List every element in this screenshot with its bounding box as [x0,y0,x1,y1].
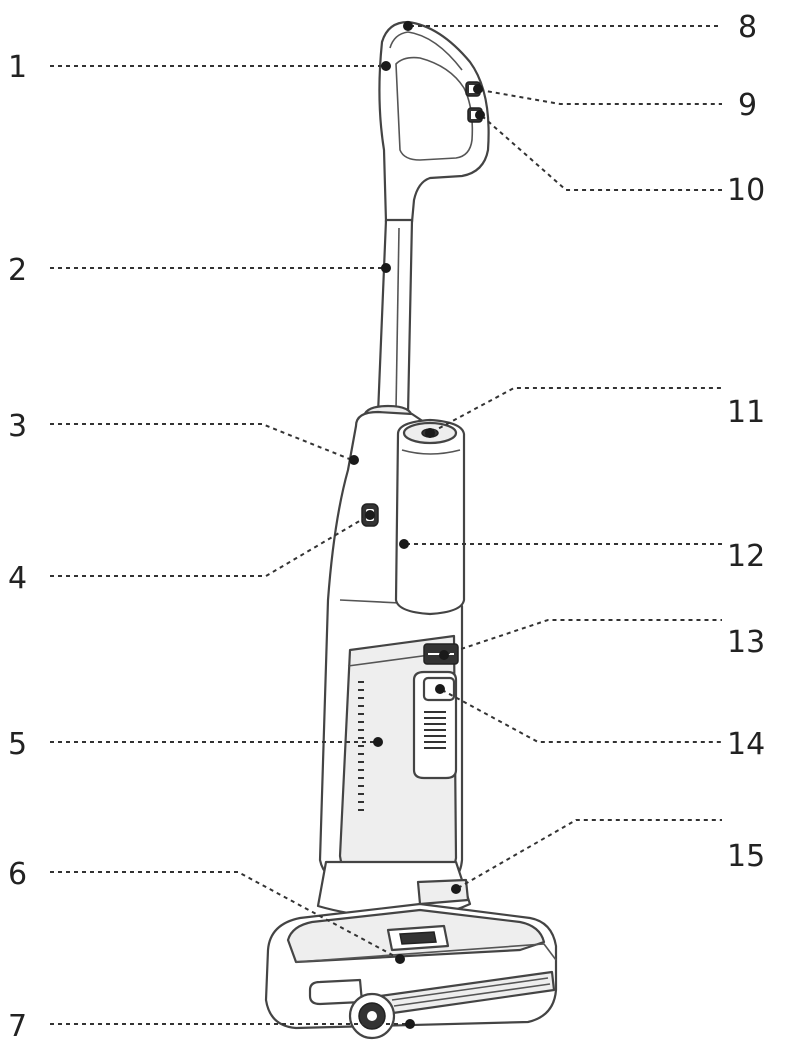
callout-6: 6 [8,857,27,892]
dirty-water-tank [338,634,459,880]
callout-15: 15 [727,839,765,874]
leader-dot-9 [473,84,483,94]
callout-labels: 1 2 3 4 5 6 7 8 9 10 11 12 13 14 15 [8,10,765,1044]
leader-dot-1 [381,61,391,71]
callout-11: 11 [727,395,765,430]
leader-4 [50,515,369,577]
leader-dot-15 [451,884,461,894]
tank-window-grille [424,711,446,749]
leader-10 [481,115,722,191]
leader-dot-13 [439,650,449,660]
leader-dot-6 [395,954,405,964]
callout-1: 1 [8,50,27,85]
callout-3: 3 [8,409,27,444]
leader-14 [441,689,722,743]
leader-dot-12 [399,539,409,549]
floor-head [264,860,558,1040]
callout-5: 5 [8,727,27,762]
leader-dot-11 [425,428,435,438]
callout-2: 2 [8,253,27,288]
leader-15 [457,819,722,889]
leader-6 [50,871,399,959]
cleaner-illustration [264,20,558,1040]
leader-11 [431,387,722,433]
tank-grille [358,681,364,811]
callout-7: 7 [8,1009,27,1044]
leader-dot-7 [405,1019,415,1029]
clean-water-tank [394,418,466,616]
callout-10: 10 [727,173,765,208]
callout-9: 9 [738,88,757,123]
leader-dot-10 [475,110,485,120]
leader-lines [50,21,722,1029]
callout-14: 14 [727,727,765,762]
callout-8: 8 [738,10,757,45]
leader-dot-4 [365,510,375,520]
handle [378,20,490,224]
leader-9 [479,89,722,105]
leader-dot-3 [349,455,359,465]
leader-dot-14 [435,684,445,694]
leader-dot-8 [403,21,413,31]
leader-dot-2 [381,263,391,273]
callout-4: 4 [8,561,27,596]
callout-12: 12 [727,539,765,574]
tube [376,218,414,416]
callout-13: 13 [727,625,765,660]
leader-13 [445,619,722,655]
leader-dot-5 [373,737,383,747]
leader-3 [50,423,353,461]
